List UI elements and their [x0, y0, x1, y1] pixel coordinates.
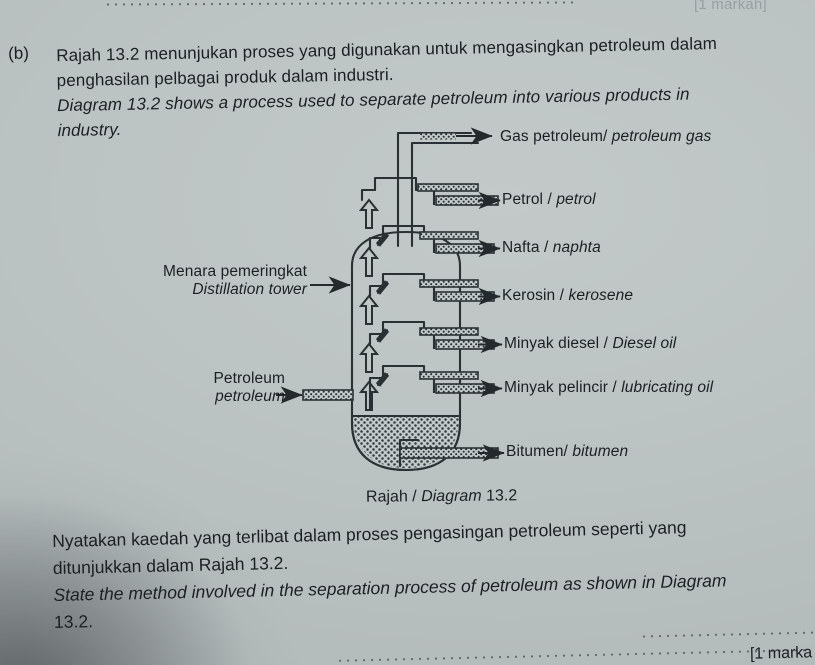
stage-kerosin [358, 272, 501, 325]
feed-inlet-pipe [302, 389, 354, 401]
answer-dotted-line-top [103, 0, 577, 7]
tray-lubricating-oil [419, 371, 479, 380]
vapour-arrow-3 [358, 294, 380, 325]
caption-number: 13.2 [485, 487, 518, 505]
gas-outlet-hatch [420, 133, 456, 140]
diagram-caption: Rajah / Diagram 13.2 [366, 487, 517, 506]
answer-dotted-line-bottom-1 [336, 648, 806, 663]
caption-english: Diagram [421, 487, 482, 506]
gas-outlet-pipe [396, 131, 480, 248]
answer-dotted-line-bottom-2 [639, 630, 815, 639]
output-label-nafta: Nafta / naphta [502, 239, 601, 256]
tray-petrol [417, 183, 479, 192]
tower-label-malay: Menara pemeringkat [163, 263, 307, 280]
caption-malay: Rajah / [365, 488, 417, 506]
question-text-block: Nyatakan kaedah yang terlibat dalam pros… [52, 511, 815, 636]
tower-label-english: Distillation tower [192, 281, 307, 298]
marks-note-top: [1 markah] [694, 0, 767, 13]
output-label-lubricating-oil: Minyak pelincir / lubricating oil [504, 379, 714, 396]
marks-note-bottom: [1 marka [749, 644, 813, 663]
stage-petrol [358, 176, 501, 229]
tower-label: Menara pemeringkat Distillation tower [135, 263, 307, 299]
stage-nafta [358, 224, 501, 277]
vapour-arrow-2 [358, 246, 380, 277]
vapour-arrow-1 [358, 198, 380, 229]
vapour-arrow-4 [358, 342, 380, 373]
stage-diesel [358, 320, 503, 373]
tray-diesel [419, 327, 479, 336]
fractional-distillation-diagram: Gas petroleum/ petroleum gas Petrol / pe… [0, 118, 815, 486]
feed-label: Petroleum petroleum [190, 370, 285, 406]
vapour-arrow-5 [358, 380, 380, 411]
output-label-gas: Gas petroleum/ petroleum gas [500, 128, 712, 145]
tray-nafta [419, 231, 479, 240]
output-label-kerosin: Kerosin / kerosene [502, 287, 634, 304]
distillation-tower-drawing [276, 127, 505, 472]
tray-kerosin [419, 279, 479, 288]
feed-label-english: petroleum [215, 388, 285, 405]
tower-bowl-outline [350, 421, 462, 472]
feed-label-malay: Petroleum [213, 370, 285, 387]
output-label-bitumen: Bitumen/ bitumen [506, 443, 629, 460]
output-label-diesel: Minyak diesel / Diesel oil [504, 335, 677, 352]
output-label-petrol: Petrol / petrol [502, 191, 596, 208]
stage-lubricating-oil [358, 364, 503, 412]
